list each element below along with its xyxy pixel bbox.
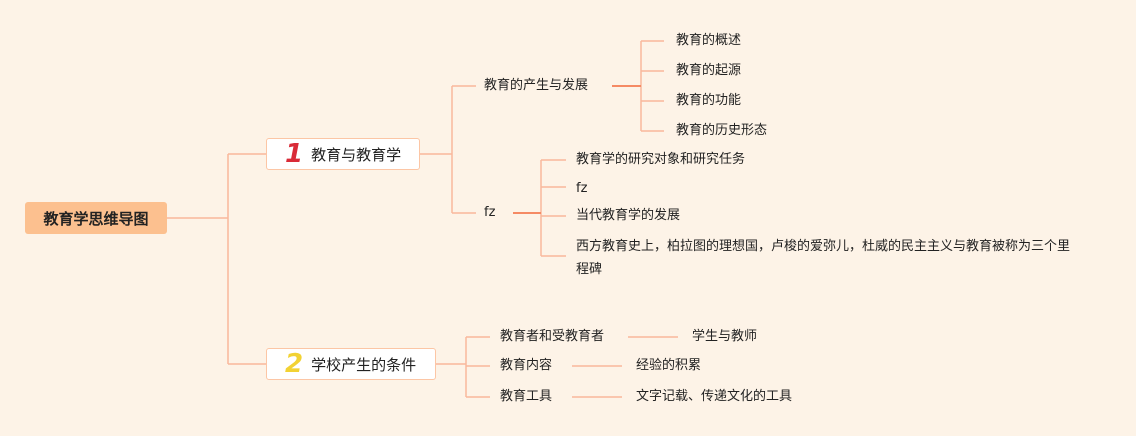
branch-number-2: 2	[285, 349, 304, 379]
subtopic-node[interactable]: 教育者和受教育者	[500, 329, 605, 344]
leaf-node[interactable]: fz	[576, 181, 588, 196]
subtopic-node[interactable]: 教育内容	[500, 358, 553, 373]
branch-node-1[interactable]: 1 教育与教育学	[266, 138, 420, 170]
branch-number-1: 1	[285, 139, 304, 169]
leaf-node[interactable]: 教育学的研究对象和研究任务	[576, 152, 746, 167]
leaf-node[interactable]: 西方教育史上，柏拉图的理想国，卢梭的爱弥儿，杜威的民主主义与教育被称为三个里程碑	[576, 239, 1071, 277]
root-node[interactable]: 教育学思维导图	[25, 202, 167, 234]
leaf-node[interactable]: 当代教育学的发展	[576, 208, 681, 223]
subtopic-node[interactable]: 教育工具	[500, 389, 553, 404]
leaf-node[interactable]: 教育的概述	[676, 33, 742, 48]
branch-label-2: 学校产生的条件	[311, 355, 417, 374]
leaf-node[interactable]: 文字记载、传递文化的工具	[636, 389, 793, 404]
subtopic-node[interactable]: fz	[484, 205, 496, 220]
leaf-node[interactable]: 经验的积累	[636, 358, 702, 373]
subtopic-node[interactable]: 教育的产生与发展	[484, 78, 589, 93]
branch-label-1: 教育与教育学	[311, 145, 402, 164]
leaf-node[interactable]: 教育的起源	[676, 63, 742, 78]
leaf-node[interactable]: 教育的历史形态	[676, 123, 768, 138]
root-label: 教育学思维导图	[43, 209, 149, 228]
branch-node-2[interactable]: 2 学校产生的条件	[266, 348, 436, 380]
leaf-node[interactable]: 学生与教师	[692, 329, 758, 344]
leaf-node[interactable]: 教育的功能	[676, 93, 742, 108]
